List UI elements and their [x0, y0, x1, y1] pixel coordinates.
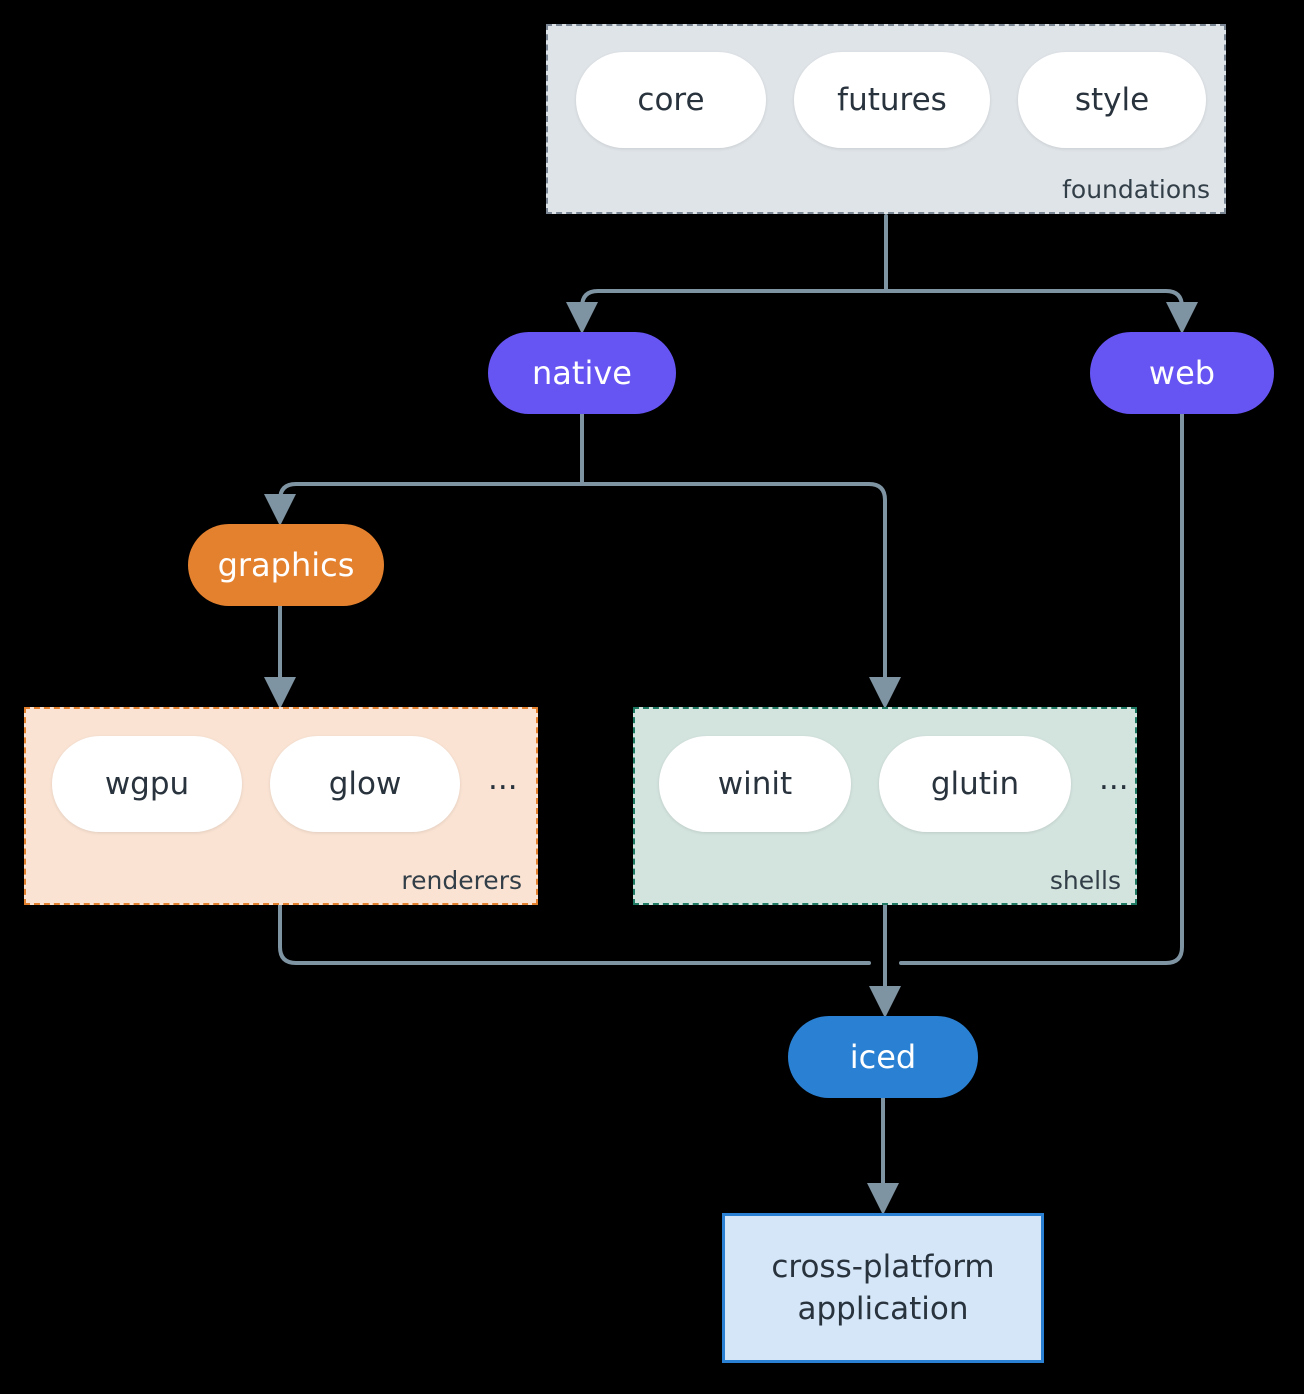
application-line-1: cross-platform: [771, 1248, 995, 1285]
chip-core[interactable]: core: [576, 52, 766, 148]
chip-glutin[interactable]: glutin: [879, 736, 1071, 832]
chip-style[interactable]: style: [1018, 52, 1206, 148]
node-native[interactable]: native: [488, 332, 676, 414]
group-foundations: core futures style foundations: [546, 24, 1226, 214]
chip-futures[interactable]: futures: [794, 52, 990, 148]
edge-native-to-shells: [580, 482, 901, 709]
chip-glow[interactable]: glow: [270, 736, 460, 832]
group-shells-items: winit glutin ...: [659, 736, 1129, 832]
group-shells-label: shells: [1049, 866, 1121, 895]
group-renderers: wgpu glow ... renderers: [24, 707, 538, 905]
group-shells: winit glutin ... shells: [633, 707, 1137, 905]
shells-ellipsis: ...: [1099, 760, 1129, 797]
node-web[interactable]: web: [1090, 332, 1274, 414]
group-renderers-label: renderers: [401, 866, 522, 895]
application-line-2: application: [797, 1291, 969, 1327]
edge-foundations-to-native: [566, 289, 888, 334]
renderers-ellipsis: ...: [488, 760, 518, 797]
edge-foundations-to-web: [884, 289, 1198, 334]
group-foundations-items: core futures style: [576, 52, 1206, 148]
edge-renderers-to-iced: [278, 903, 871, 965]
edge-native-to-graphics: [264, 482, 584, 526]
chip-winit[interactable]: winit: [659, 736, 851, 832]
group-foundations-label: foundations: [1062, 175, 1210, 204]
node-iced[interactable]: iced: [788, 1016, 978, 1098]
node-cross-platform-application[interactable]: cross-platform application: [722, 1213, 1044, 1363]
group-renderers-items: wgpu glow ...: [52, 736, 518, 832]
chip-wgpu[interactable]: wgpu: [52, 736, 242, 832]
node-graphics[interactable]: graphics: [188, 524, 384, 606]
